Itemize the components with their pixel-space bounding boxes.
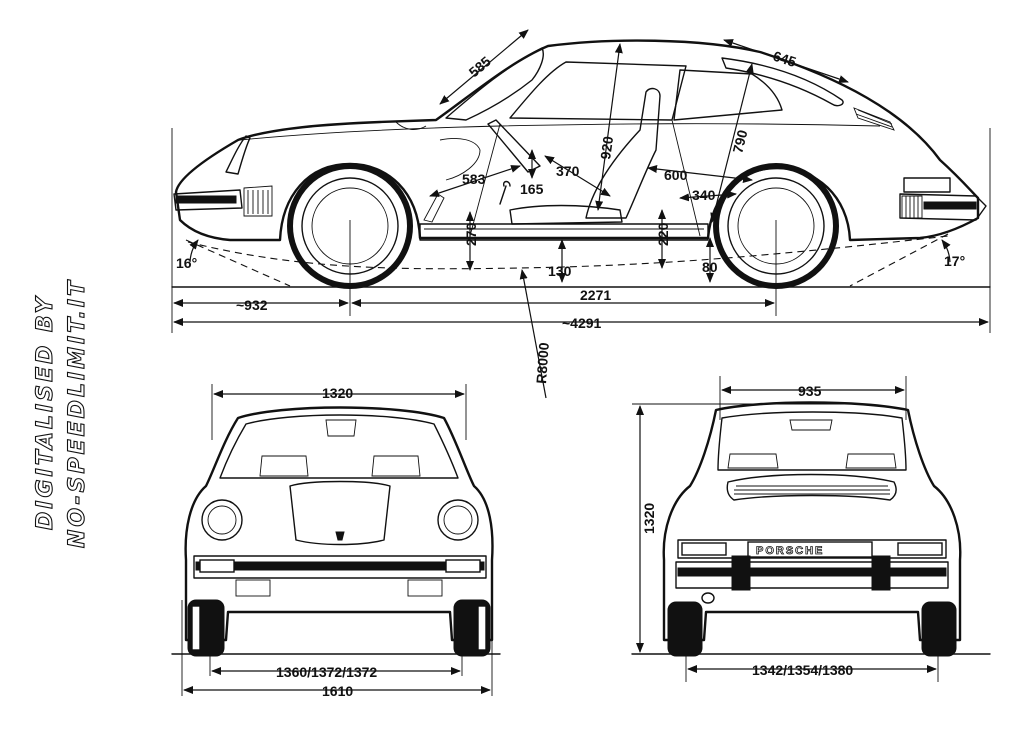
label-approach-angle: 16° [176, 255, 197, 271]
label-rear-track: 1342/1354/1380 [752, 662, 853, 678]
ramp-curve [187, 235, 949, 270]
label-departure-angle: 17° [944, 253, 965, 269]
front-wheel [287, 163, 413, 289]
front-headrest-right [371, 455, 421, 477]
rear-body [662, 401, 962, 642]
tail-lamp-right [897, 542, 943, 556]
label-80: 80 [702, 259, 718, 275]
side-view: 585 645 920 790 583 370 165 600 340 270 … [171, 29, 991, 399]
rear-bumper-rub-strip [677, 567, 947, 577]
tail-lamp-left [681, 542, 727, 556]
headlamp-side [225, 135, 251, 175]
rear-window [717, 411, 907, 471]
exhaust-tip [701, 592, 715, 604]
rear-headrest-right [845, 453, 897, 469]
front-indicator [243, 185, 273, 217]
rear-bumper [899, 193, 987, 221]
watermark: DIGITALISED BY NO-SPEEDLIMIT.IT [32, 277, 90, 548]
porsche-badge: PORSCHE [756, 545, 824, 557]
rear-tyre-left [667, 601, 703, 657]
label-length: ~4291 [562, 315, 602, 331]
dim-approach-arc [189, 239, 199, 263]
front-bumper-strip [175, 195, 237, 204]
front-indicator-right [445, 559, 481, 573]
fog-lamp-right [407, 579, 443, 597]
watermark-line-1: DIGITALISED BY [33, 294, 58, 530]
dim-600-line [647, 165, 753, 183]
label-headroom: 920 [597, 135, 616, 161]
label-overhang: ~932 [236, 297, 268, 313]
engine-grille [853, 107, 895, 131]
dim-departure-arc [941, 239, 951, 263]
label-370: 370 [556, 163, 580, 179]
front-headlamp-left [201, 499, 243, 541]
dim-windscreen-line [439, 29, 529, 105]
dim-rear-window-line [723, 39, 849, 83]
rear-engine-grille [726, 473, 897, 501]
label-340: 340 [692, 187, 716, 203]
dim-370-line [544, 155, 611, 197]
front-body [184, 406, 494, 642]
rear-tyre-right [921, 601, 957, 657]
body-outline [174, 39, 980, 242]
label-front-roof: 1320 [322, 385, 353, 401]
label-220: 220 [655, 222, 671, 246]
departure-line [849, 233, 949, 287]
tail-lamp-side [903, 177, 951, 193]
beltline [239, 123, 881, 141]
overrider-right [871, 555, 891, 591]
rear-view: PORSCHE 935 1320 1342/1354/1380 [631, 376, 991, 682]
rear-bumper-face [675, 561, 949, 589]
watermark-line-2: NO-SPEEDLIMIT.IT [65, 278, 90, 548]
label-130: 130 [548, 263, 572, 279]
pedal [423, 193, 445, 223]
front-headlamp-right [437, 499, 479, 541]
label-165: 165 [520, 181, 544, 197]
rear-view-mirror [325, 419, 357, 437]
front-indicator-left [199, 559, 235, 573]
overrider-left [731, 555, 751, 591]
dim-radius-line [519, 269, 547, 399]
dim-583-line [429, 165, 521, 197]
label-radius: R8000 [533, 342, 552, 384]
label-rear-roof: 935 [798, 383, 822, 399]
front-windscreen [219, 414, 459, 479]
front-headrest-left [259, 455, 309, 477]
dim-headroom-line [595, 43, 623, 211]
label-windscreen: 585 [466, 53, 494, 80]
gear-lever [499, 180, 511, 205]
front-bumper-face [193, 555, 487, 579]
label-wheelbase: 2271 [580, 287, 611, 303]
rear-headrest-left [727, 453, 779, 469]
front-view: 1320 1360/1372/1372 1610 [171, 384, 501, 699]
seat-cushion [509, 204, 623, 225]
label-rear-headroom: 790 [729, 128, 750, 155]
quarter-window [673, 69, 783, 121]
label-front-width: 1610 [322, 683, 353, 699]
front-bumper-rub-strip [195, 561, 485, 571]
front-bumper [173, 189, 243, 211]
front-bonnet [289, 480, 391, 546]
dim-340-line [679, 190, 737, 202]
tail-lamp-bar [677, 539, 947, 559]
door-window [509, 61, 687, 121]
porsche-crest-icon [335, 531, 345, 541]
third-brake-lamp [789, 419, 833, 431]
label-270: 270 [463, 222, 479, 246]
label-rear-window: 645 [771, 48, 798, 71]
rear-wheel [713, 163, 839, 289]
label-583: 583 [462, 171, 486, 187]
fog-lamp-left [235, 579, 271, 597]
label-600: 600 [664, 167, 688, 183]
porsche-badge-plate [747, 541, 873, 558]
approach-line [185, 239, 291, 287]
rear-bumper-strip [923, 201, 977, 210]
fuel-flap [395, 121, 427, 130]
label-front-track: 1360/1372/1372 [276, 664, 377, 680]
label-rear-height: 1320 [641, 503, 657, 534]
